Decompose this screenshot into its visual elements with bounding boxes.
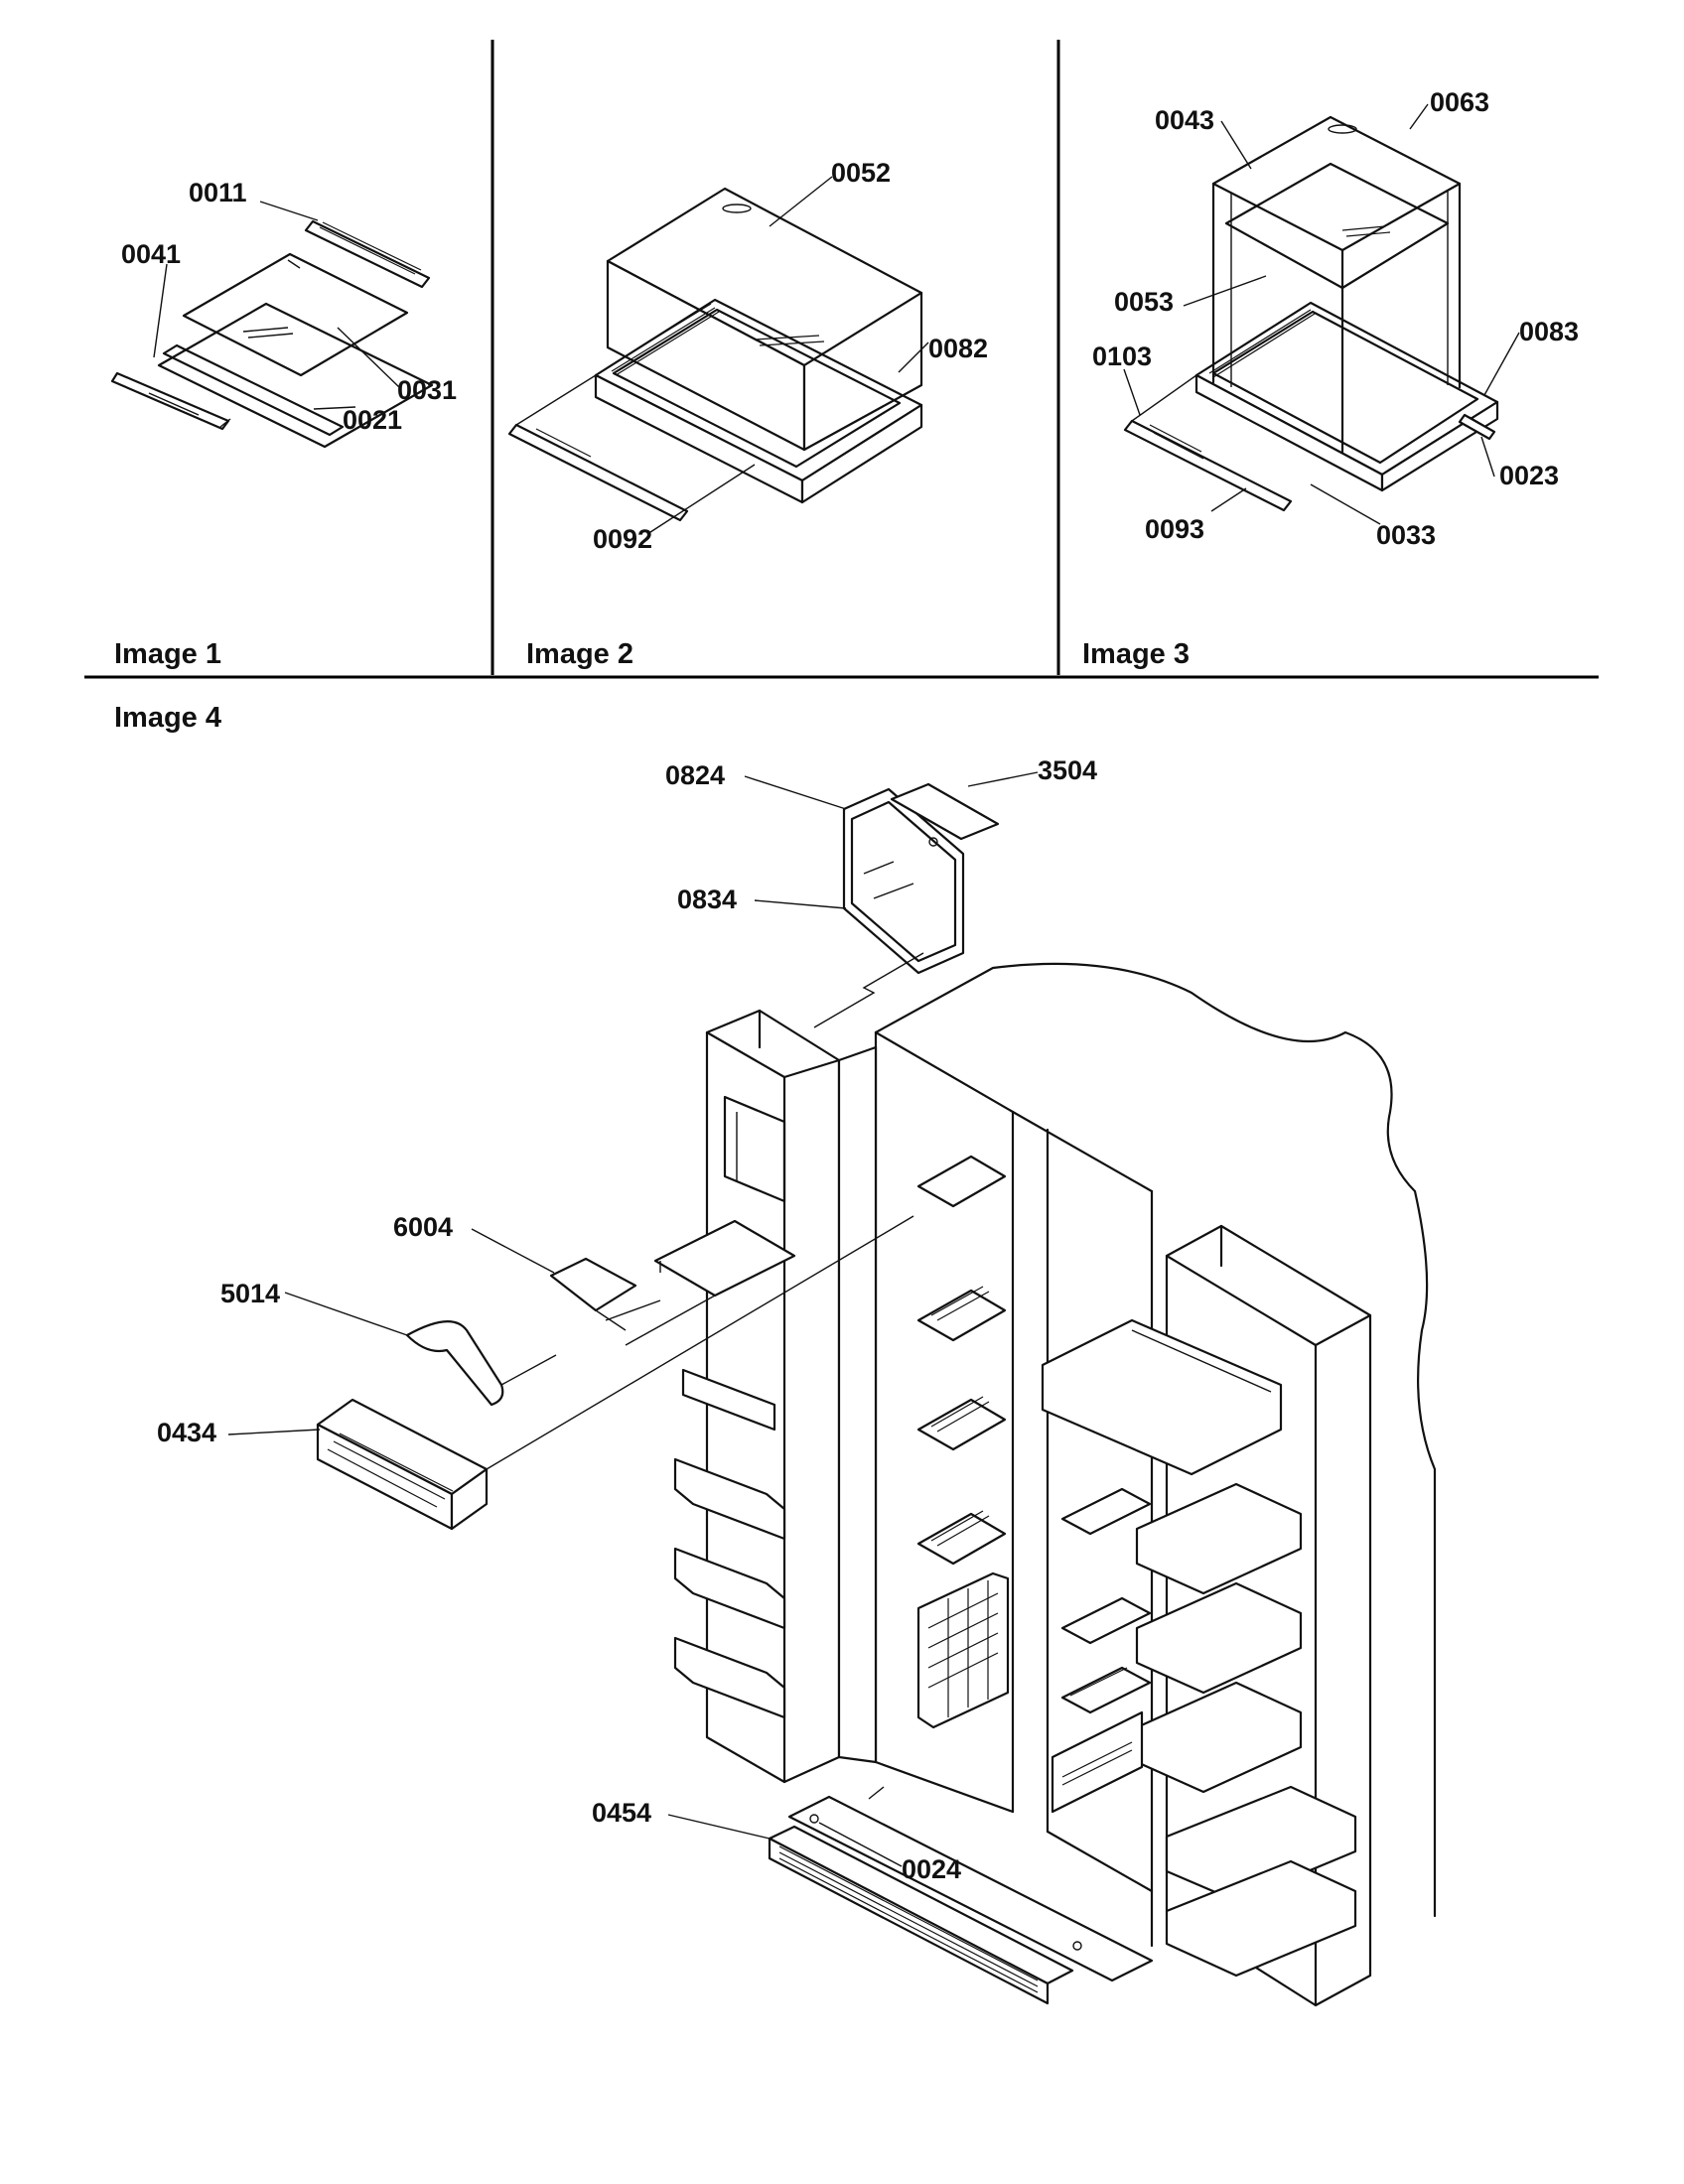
callout-0011: 0011 xyxy=(189,178,247,207)
callout-0043: 0043 xyxy=(1155,105,1214,135)
panel-dividers xyxy=(84,40,1599,679)
callout-0083: 0083 xyxy=(1519,317,1579,346)
callout-0052: 0052 xyxy=(831,158,891,188)
image-1-drawing xyxy=(110,219,434,449)
callout-5014: 5014 xyxy=(220,1279,280,1308)
panel-title-image-3: Image 3 xyxy=(1082,638,1190,670)
callout-6004: 6004 xyxy=(393,1212,453,1242)
callout-0063: 0063 xyxy=(1430,87,1489,117)
callout-0033: 0033 xyxy=(1376,520,1436,550)
image-3-drawing xyxy=(1123,115,1499,512)
callout-0021: 0021 xyxy=(343,405,402,435)
panel-title-image-4: Image 4 xyxy=(114,702,221,734)
callout-0023: 0023 xyxy=(1499,461,1559,490)
callout-3504: 3504 xyxy=(1038,755,1097,785)
callout-0434: 0434 xyxy=(157,1418,216,1447)
callout-0082: 0082 xyxy=(928,334,988,363)
image-4-drawing xyxy=(316,782,1437,2007)
callout-0024: 0024 xyxy=(902,1854,961,1884)
image-4-callouts xyxy=(227,771,1039,1867)
callout-0041: 0041 xyxy=(121,239,181,269)
image-3-callouts xyxy=(1123,103,1520,525)
callout-0824: 0824 xyxy=(665,760,725,790)
callout-0031: 0031 xyxy=(397,375,457,405)
panel-title-image-2: Image 2 xyxy=(526,638,633,670)
callout-0454: 0454 xyxy=(592,1798,651,1828)
panel-title-image-1: Image 1 xyxy=(114,638,221,670)
image-1-callouts xyxy=(153,201,400,410)
image-2-drawing xyxy=(507,187,923,522)
callout-0053: 0053 xyxy=(1114,287,1174,317)
callout-0093: 0093 xyxy=(1145,514,1204,544)
callout-0092: 0092 xyxy=(593,524,652,554)
callout-0834: 0834 xyxy=(677,885,737,914)
callout-0103: 0103 xyxy=(1092,341,1152,371)
image-2-callouts xyxy=(646,176,929,535)
